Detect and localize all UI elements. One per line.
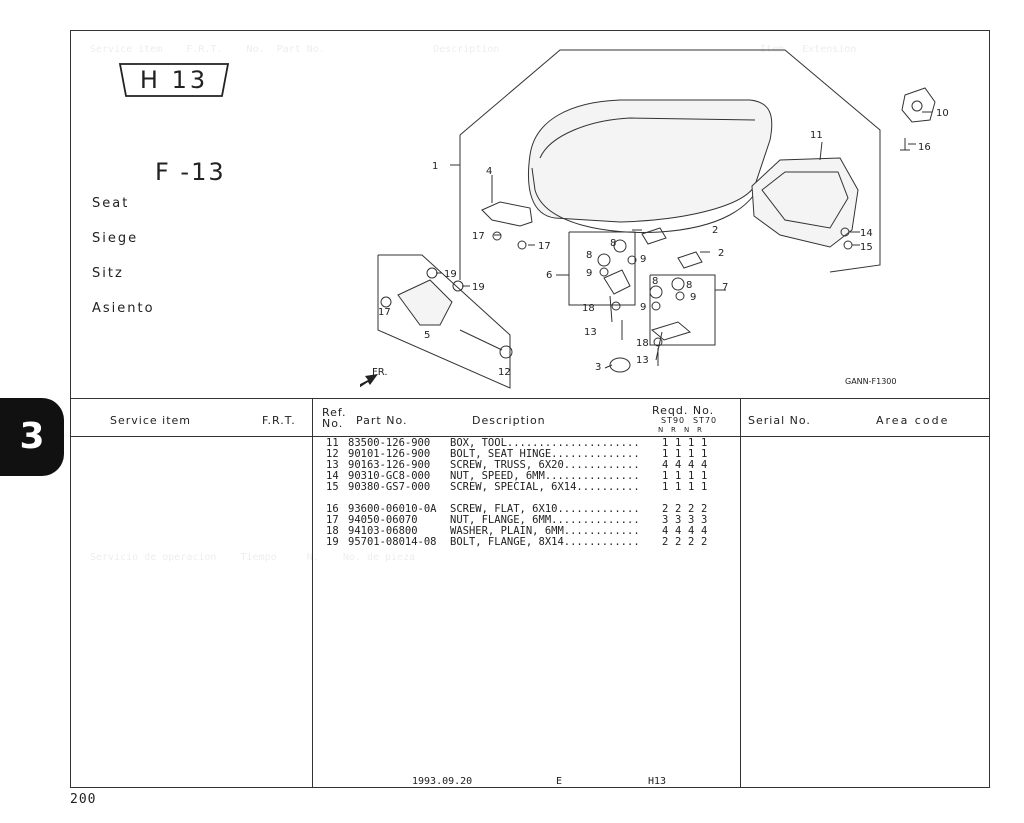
header-variant-3: N xyxy=(684,426,691,434)
header-part-no: Part No. xyxy=(356,414,408,427)
header-variant-2: R xyxy=(671,426,677,434)
header-frt: F.R.T. xyxy=(262,414,296,427)
footer-edition: E xyxy=(556,776,563,787)
callout-13a: 13 xyxy=(584,327,597,338)
header-reqd-no: Reqd. No. xyxy=(652,404,715,417)
figure-number: F -13 xyxy=(155,158,226,186)
diagram-table-divider xyxy=(70,398,990,399)
callout-17c: 17 xyxy=(378,307,391,318)
assembly-outline xyxy=(459,49,881,273)
callout-13b: 13 xyxy=(636,355,649,366)
section-tab: 3 xyxy=(0,398,64,476)
callout-18b: 18 xyxy=(636,338,649,349)
callout-9c: 9 xyxy=(640,302,646,313)
callout-16: 16 xyxy=(918,142,931,153)
callout-17b: 17 xyxy=(538,241,551,252)
callout-4: 4 xyxy=(486,166,492,177)
callout-2b: 2 xyxy=(718,248,724,259)
header-description: Description xyxy=(472,414,546,427)
callout-8b: 8 xyxy=(586,250,592,261)
callout-14: 14 xyxy=(860,228,873,239)
callout-8a: 8 xyxy=(610,238,616,249)
callout-8d: 8 xyxy=(686,280,692,291)
show-through-text: Service item F.R.T. No. Part No. Descrip… xyxy=(90,44,500,55)
section-tag-label: H 13 xyxy=(139,66,209,94)
callout-10: 10 xyxy=(936,108,949,119)
header-area-code: Area code xyxy=(876,414,950,427)
callout-19b: 19 xyxy=(472,282,485,293)
header-serial-no: Serial No. xyxy=(748,414,811,427)
callout-1: 1 xyxy=(432,161,438,172)
header-model-st70: ST70 xyxy=(693,416,718,425)
header-service-item: Service item xyxy=(110,414,192,427)
callout-6: 6 xyxy=(546,270,552,281)
callout-15: 15 xyxy=(860,242,873,253)
title-english: Seat xyxy=(92,196,130,211)
callout-9d: 9 xyxy=(690,292,696,303)
header-model-st90: ST90 xyxy=(661,416,686,425)
title-french: Siege xyxy=(92,231,139,246)
footer-code: H13 xyxy=(648,776,667,787)
callout-18a: 18 xyxy=(582,303,595,314)
seat-hinge-bracket xyxy=(481,201,533,227)
header-variant-4: R xyxy=(697,426,703,434)
hinge-lock xyxy=(901,87,936,123)
hinge-plate xyxy=(397,279,453,326)
table-header-divider xyxy=(70,436,990,437)
page-number: 200 xyxy=(70,792,97,807)
diagram-code: GANN-F1300 xyxy=(845,377,897,386)
front-arrow-label: FR. xyxy=(372,367,388,378)
callout-2a: 2 xyxy=(712,225,718,236)
page-frame xyxy=(70,30,990,788)
footer-date: 1993.09.20 xyxy=(412,776,473,787)
section-tag: H 13 xyxy=(118,62,230,98)
callout-5: 5 xyxy=(424,330,430,341)
exploded-parts-diagram: FR. 1 2 2 3 4 5 6 7 8 8 8 8 9 9 9 9 10 1… xyxy=(360,49,949,389)
column-divider-serial xyxy=(740,398,741,788)
callout-8c: 8 xyxy=(652,276,658,287)
callout-12: 12 xyxy=(498,367,511,378)
callout-9a: 9 xyxy=(640,254,646,265)
callout-19a: 19 xyxy=(444,269,457,280)
callout-11: 11 xyxy=(810,130,823,141)
callout-7: 7 xyxy=(722,282,728,293)
front-arrow-icon xyxy=(360,374,378,388)
title-spanish: Asiento xyxy=(92,301,155,316)
callout-9b: 9 xyxy=(586,268,592,279)
title-german: Sitz xyxy=(92,266,124,281)
callout-17a: 17 xyxy=(472,231,485,242)
header-variant-1: N xyxy=(658,426,665,434)
callout-3: 3 xyxy=(595,362,601,373)
column-divider-service xyxy=(312,398,313,788)
header-ref-no: Ref. No. xyxy=(322,406,347,430)
tool-box xyxy=(751,157,859,248)
